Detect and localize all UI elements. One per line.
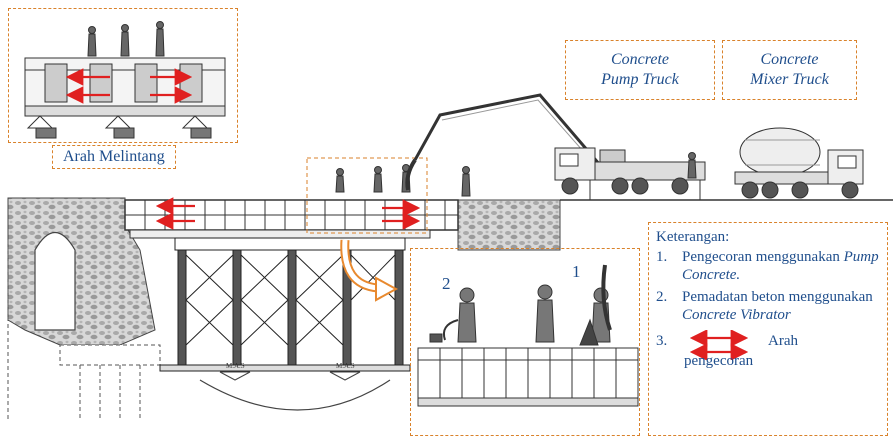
deck-casting-arrows (155, 197, 421, 230)
legend-item-2-num: 2. (656, 289, 668, 305)
legend-item-1-plain: Pengecoran menggunakan (682, 249, 840, 265)
legend-item-3: 3. Arah pengecoran (656, 328, 884, 370)
pump-truck-label-line1: Concrete (610, 51, 670, 68)
pump-boom (405, 93, 602, 191)
deck-workers (335, 164, 471, 197)
mixer-truck-label-line2: Mixer Truck (750, 71, 829, 88)
legend-item-2-italic: Concrete Vibrator (682, 307, 791, 323)
scaffold-frames (159, 237, 411, 372)
legend-item-3-num: 3. (656, 333, 668, 349)
legend-item-3-text-b: pengecoran (684, 353, 754, 369)
detail-box (410, 248, 640, 436)
pump-truck-label: Concrete Pump Truck (565, 50, 715, 90)
mas-label-right: M.A.S (336, 362, 355, 370)
river (199, 371, 391, 411)
arch-opening (34, 232, 76, 331)
mixer-truck-label-line1: Concrete (760, 51, 819, 68)
cross-section-box (8, 8, 238, 143)
pump-truck (554, 147, 706, 200)
pump-truck-label-box (565, 40, 715, 100)
legend-arrows-icon (689, 330, 749, 360)
legend-item-1-text: Pengecoran menggunakan Pump Concrete. (682, 248, 884, 284)
legend-item-1: 1. Pengecoran menggunakan Pump Concrete. (656, 248, 884, 284)
pump-truck-label-line2: Pump Truck (601, 71, 679, 88)
mixer-truck-label: Concrete Mixer Truck (722, 50, 857, 90)
detail-drawing (417, 264, 639, 407)
mixer-truck-label-box (722, 40, 857, 100)
legend-item-2: 2. Pemadatan beton menggunakan Concrete … (656, 288, 884, 324)
legend-box (648, 222, 888, 436)
detail-pointer-arrow (340, 239, 399, 302)
marker-1: 1 (572, 262, 581, 281)
legend-item-1-italic: Pump Concrete. (682, 249, 879, 283)
deck-detail-box (306, 157, 428, 234)
legend-item-2-text: Pemadatan beton menggunakan Concrete Vib… (682, 288, 884, 324)
cross-section-arrows (65, 68, 193, 104)
legend-title: Keterangan: (656, 229, 730, 245)
legend: Keterangan: 1. Pengecoran menggunakan Pu… (656, 228, 884, 370)
mixer-truck (687, 127, 864, 199)
left-abutment (7, 197, 161, 420)
legend-item-2-plain: Pemadatan beton menggunakan (682, 289, 873, 305)
marker-2: 2 (442, 274, 451, 293)
cross-section-label: Arah Melintang (52, 145, 176, 169)
legend-item-3-text-a: Arah (768, 333, 798, 349)
legend-item-1-num: 1. (656, 249, 668, 265)
mas-label-left: M.A.S (226, 362, 245, 370)
right-abutment (457, 199, 893, 251)
